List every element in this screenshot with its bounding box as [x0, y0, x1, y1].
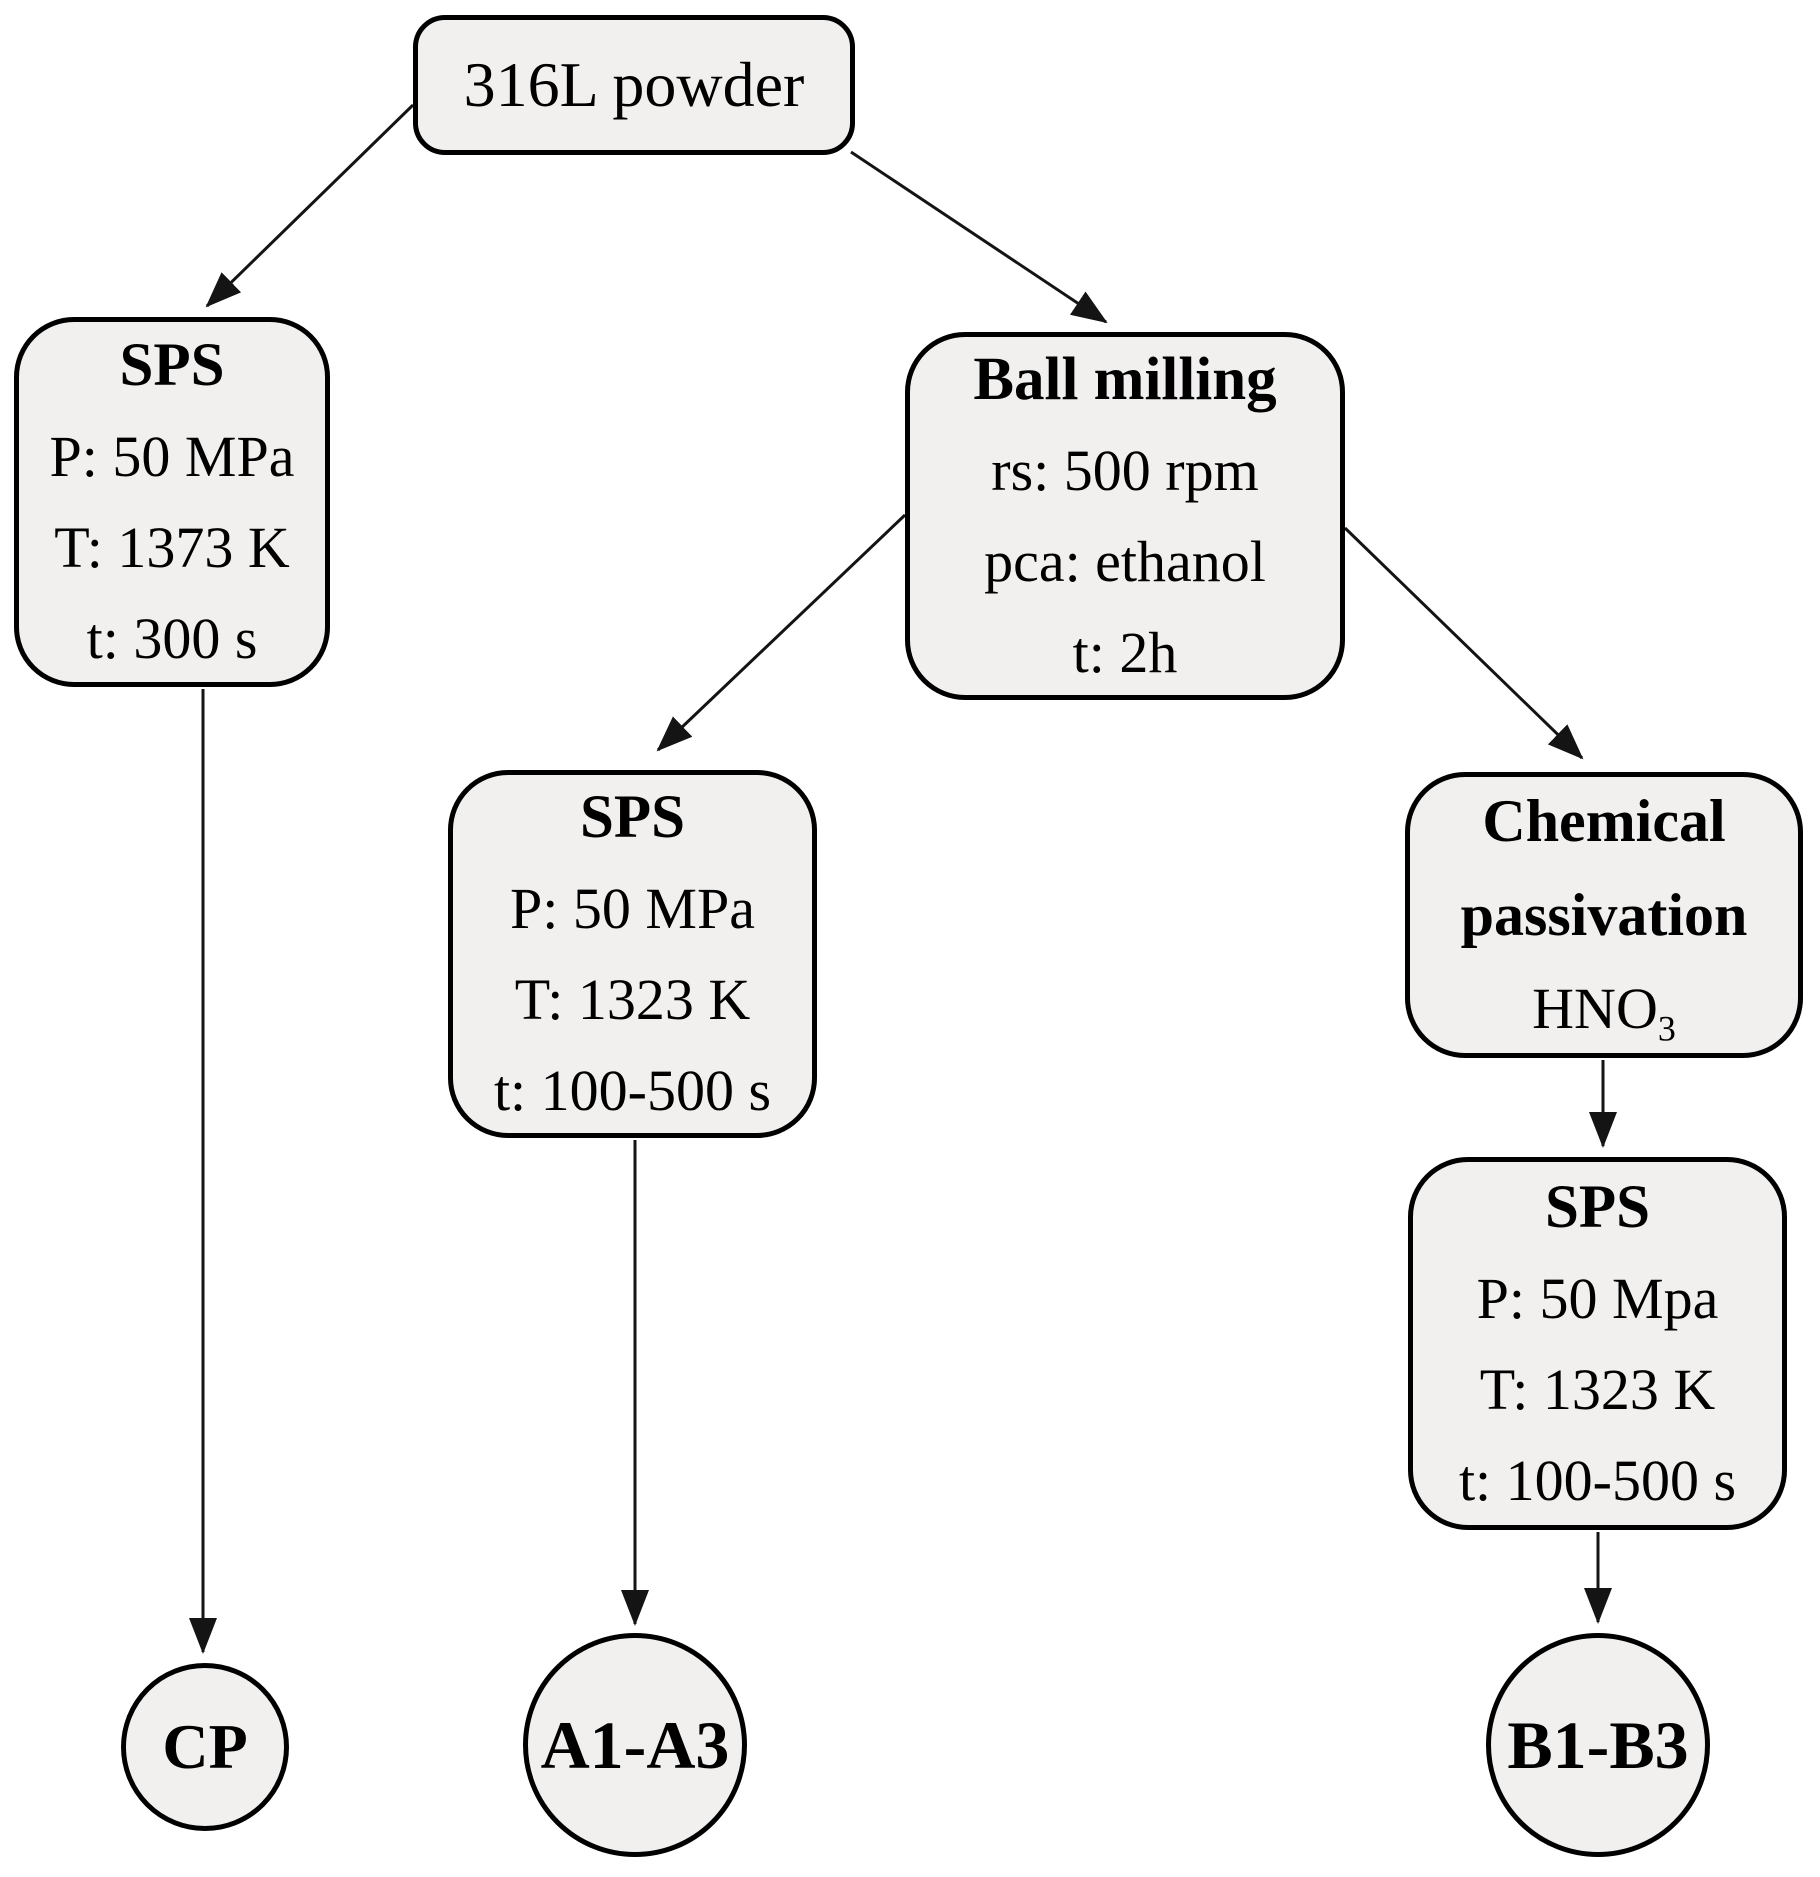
- node-sample-b1-b3-label: B1-B3: [1507, 1707, 1689, 1783]
- param-acid-formula: HNO3: [1532, 962, 1676, 1056]
- node-chemical-passivation: Chemical passivation HNO3: [1405, 772, 1803, 1058]
- node-sample-b1-b3: B1-B3: [1486, 1633, 1710, 1857]
- param-time: t: 300 s: [86, 606, 258, 671]
- arrow-ball-milling-to-chem-passivation: [1343, 526, 1584, 760]
- param-time: t: 2h: [1072, 620, 1178, 685]
- node-sps-b-title: SPS: [1544, 1173, 1651, 1241]
- node-sample-cp: CP: [121, 1663, 289, 1831]
- node-sps-a-title: SPS: [579, 784, 686, 851]
- formula-base: HNO: [1532, 976, 1658, 1041]
- node-sps-cp-title: SPS: [119, 332, 225, 399]
- node-sps-a: SPS P: 50 MPa T: 1323 K t: 100-500 s: [448, 770, 817, 1138]
- node-chemical-passivation-title: Chemical passivation: [1460, 788, 1748, 948]
- node-sample-a1-a3: A1-A3: [523, 1633, 747, 1857]
- param-rotation-speed: rs: 500 rpm: [991, 438, 1259, 503]
- node-ball-milling-title: Ball milling: [973, 346, 1277, 413]
- node-ball-milling: Ball milling rs: 500 rpm pca: ethanol t:…: [905, 332, 1345, 700]
- node-sps-b: SPS P: 50 Mpa T: 1323 K t: 100-500 s: [1408, 1157, 1787, 1530]
- param-temperature: T: 1373 K: [54, 515, 290, 580]
- param-pressure: P: 50 Mpa: [1476, 1265, 1719, 1331]
- param-temperature: T: 1323 K: [514, 967, 751, 1032]
- node-sps-cp: SPS P: 50 MPa T: 1373 K t: 300 s: [14, 317, 330, 687]
- arrow-ball-milling-to-sps-a: [656, 513, 907, 752]
- arrow-powder-to-sps-cp: [205, 103, 415, 308]
- arrow-powder-to-ball-milling: [850, 150, 1108, 324]
- param-time: t: 100-500 s: [1458, 1447, 1737, 1513]
- node-316l-powder: 316L powder: [413, 15, 855, 155]
- formula-subscript: 3: [1657, 1008, 1676, 1049]
- param-time: t: 100-500 s: [493, 1058, 772, 1123]
- node-316l-powder-label: 316L powder: [463, 49, 805, 120]
- param-temperature: T: 1323 K: [1479, 1356, 1716, 1422]
- param-pca: pca: ethanol: [984, 529, 1266, 594]
- param-pressure: P: 50 MPa: [49, 424, 295, 489]
- node-sample-a1-a3-label: A1-A3: [540, 1707, 730, 1783]
- node-sample-cp-label: CP: [162, 1711, 248, 1782]
- param-pressure: P: 50 MPa: [510, 876, 755, 941]
